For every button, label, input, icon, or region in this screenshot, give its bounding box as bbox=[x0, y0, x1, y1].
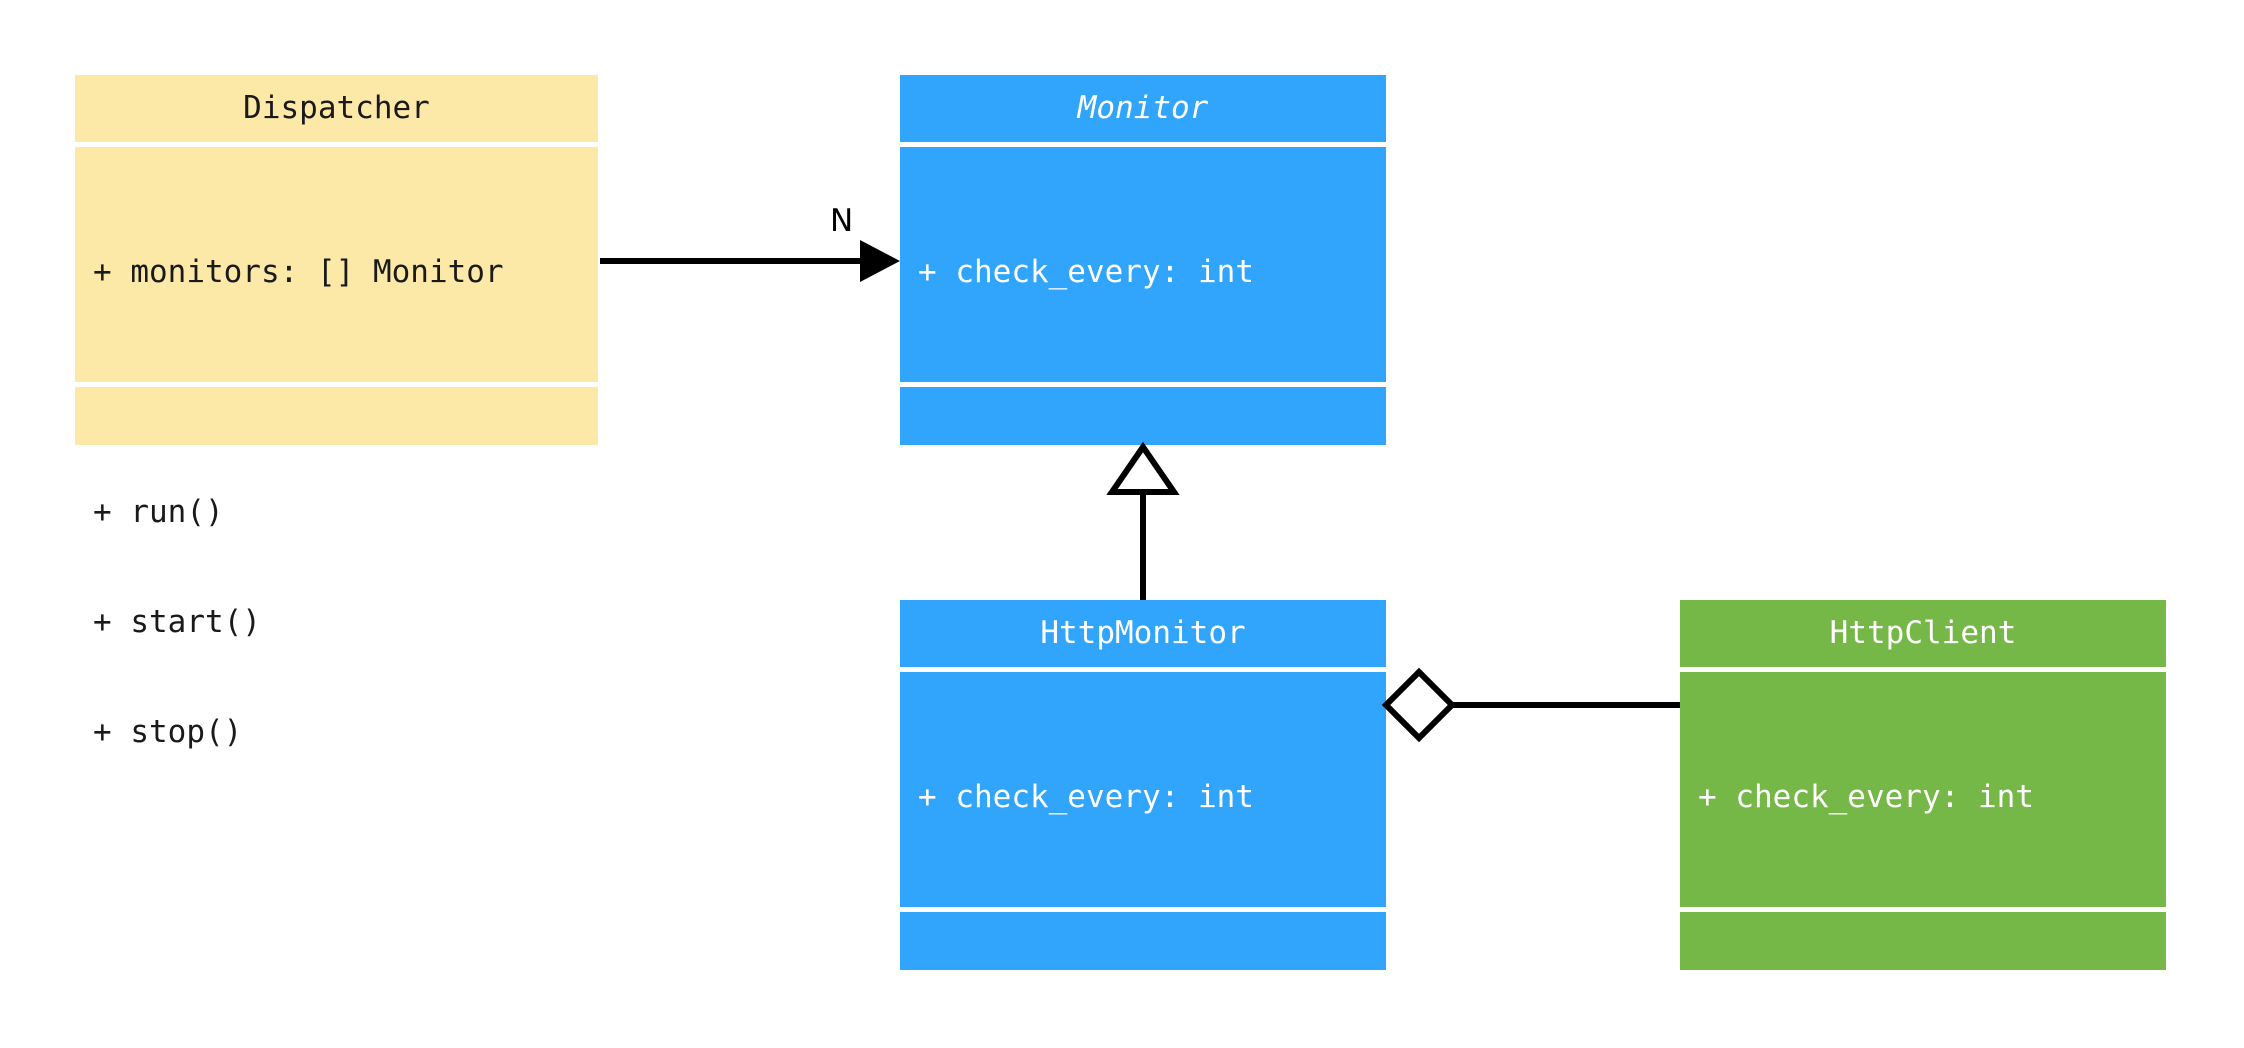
class-methods-compartment-http-monitor: + check() bbox=[900, 906, 1386, 1048]
class-box-monitor[interactable]: Monitor + check_every: int + check() bbox=[900, 75, 1386, 530]
relationship-aggregation-httpmonitor-httpclient[interactable] bbox=[1381, 667, 1680, 743]
method-item: + run() bbox=[93, 494, 224, 531]
class-box-dispatcher[interactable]: Dispatcher + monitors: [] Monitor + run(… bbox=[75, 75, 598, 750]
relationship-association-dispatcher-monitor[interactable] bbox=[600, 240, 900, 282]
class-title-compartment-http-monitor: HttpMonitor bbox=[900, 600, 1386, 667]
class-attributes-compartment-http-monitor: + check_every: int bbox=[900, 667, 1386, 907]
method-item: + stop() bbox=[93, 713, 243, 750]
class-methods-compartment-monitor: + check() bbox=[900, 381, 1386, 622]
method-item: + check() bbox=[1698, 1019, 1866, 1048]
association-multiplicity-label: N bbox=[830, 203, 854, 239]
method-item: + check() bbox=[918, 494, 1086, 531]
class-name-dispatcher: Dispatcher bbox=[243, 90, 430, 126]
attribute-item: + check_every: int bbox=[1698, 779, 2034, 816]
class-name-http-client: HttpClient bbox=[1829, 615, 2017, 651]
class-title-compartment-dispatcher: Dispatcher bbox=[75, 75, 598, 142]
class-methods-compartment-http-client: + check() bbox=[1680, 906, 2166, 1048]
hollow-diamond-icon bbox=[1381, 667, 1457, 743]
class-methods-compartment-dispatcher: + run() + start() + stop() bbox=[75, 381, 598, 841]
class-name-http-monitor: HttpMonitor bbox=[1040, 615, 1246, 651]
class-box-http-client[interactable]: HttpClient + check_every: int + check() bbox=[1680, 600, 2166, 1048]
attribute-item: + monitors: [] Monitor bbox=[93, 254, 504, 291]
attribute-item: + check_every: int bbox=[918, 779, 1254, 816]
class-name-monitor: Monitor bbox=[1077, 90, 1209, 126]
class-title-compartment-http-client: HttpClient bbox=[1680, 600, 2166, 667]
class-attributes-compartment-monitor: + check_every: int bbox=[900, 142, 1386, 382]
class-attributes-compartment-http-client: + check_every: int bbox=[1680, 667, 2166, 907]
method-item: + check() bbox=[918, 1019, 1086, 1048]
attribute-item: + check_every: int bbox=[918, 254, 1254, 291]
class-box-http-monitor[interactable]: HttpMonitor + check_every: int + check() bbox=[900, 600, 1386, 1048]
class-attributes-compartment-dispatcher: + monitors: [] Monitor bbox=[75, 142, 598, 382]
filled-arrowhead-icon bbox=[860, 240, 900, 282]
class-title-compartment-monitor: Monitor bbox=[900, 75, 1386, 142]
method-item: + start() bbox=[93, 603, 261, 640]
